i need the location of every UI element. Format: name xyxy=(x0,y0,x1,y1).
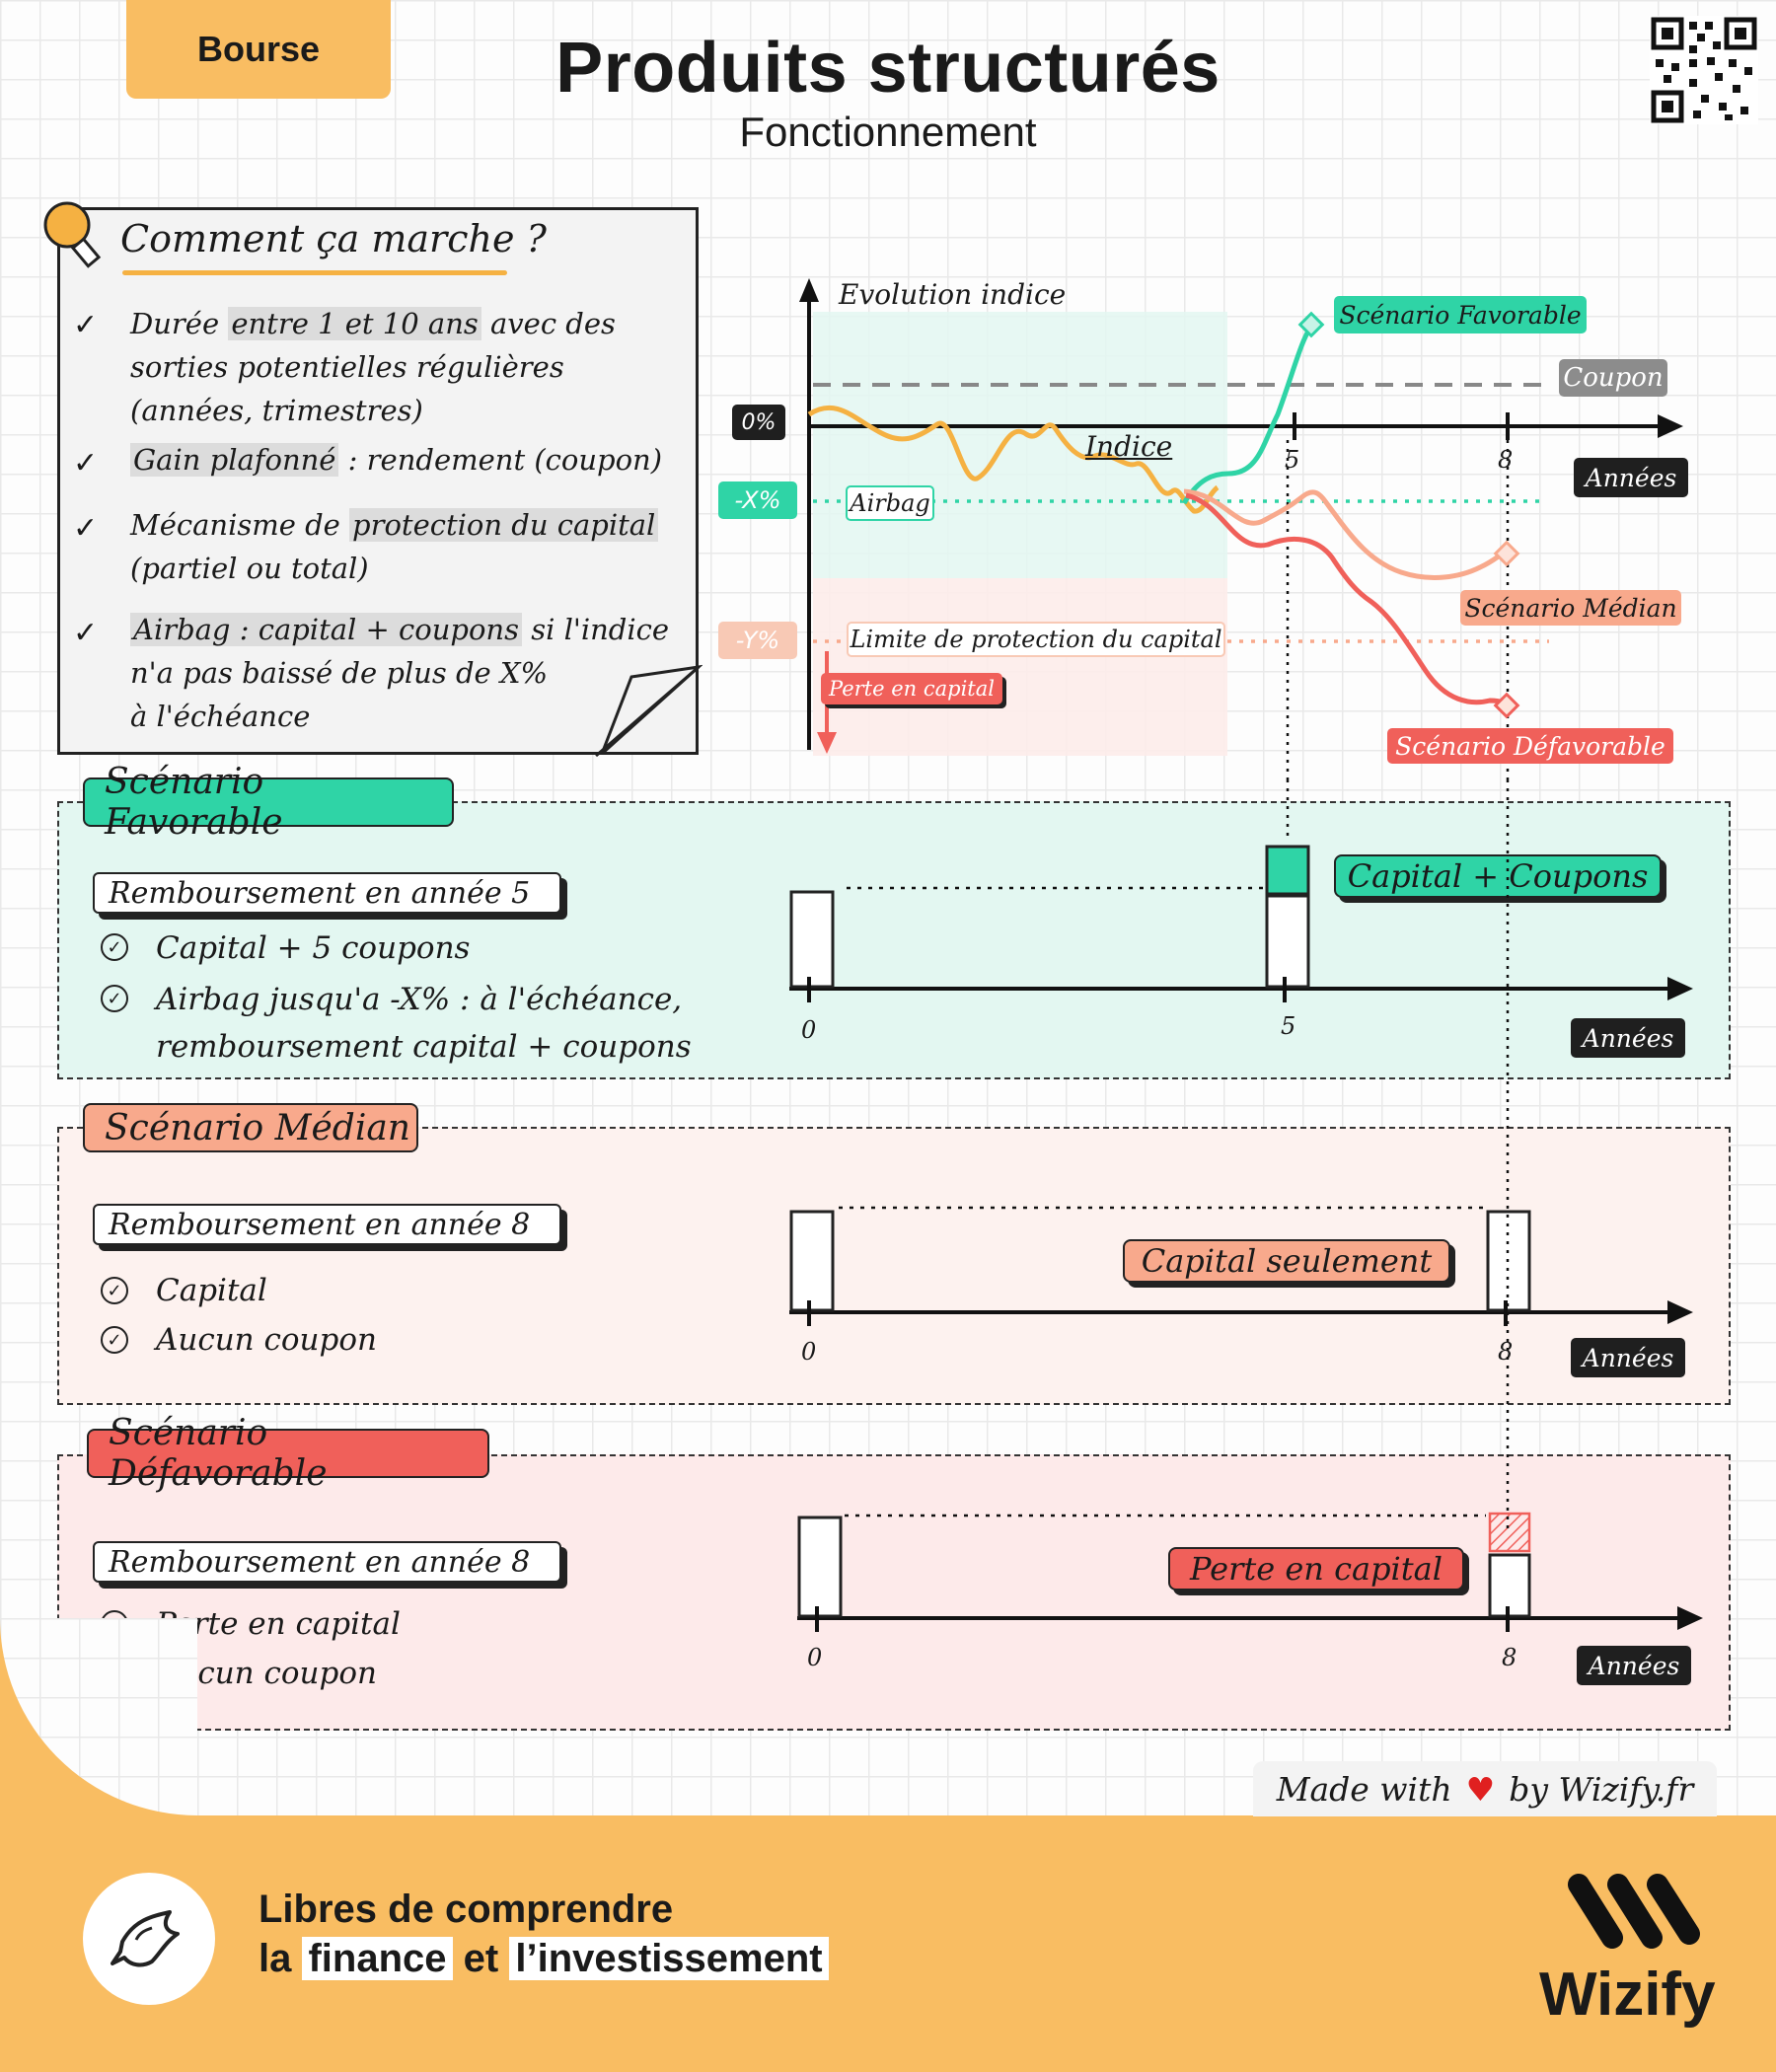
capital-loss-label: Perte en capital xyxy=(821,673,1002,704)
favorable-scenario-title: Scénario Favorable xyxy=(83,762,454,843)
minus-y-badge: -Y% xyxy=(718,622,797,659)
connector-lines xyxy=(1286,779,1510,1529)
median-scenario-panel xyxy=(57,1127,1731,1405)
check-icon: ✓ xyxy=(73,511,99,546)
airbag-label: Airbag xyxy=(846,485,934,521)
years-badge: Années xyxy=(1571,1018,1685,1058)
tick-0: 0 xyxy=(801,1338,817,1366)
page-title: Produits structurés xyxy=(555,29,1221,108)
tick-5: 5 xyxy=(1285,446,1300,474)
minus-x-badge: -X% xyxy=(718,481,797,519)
note-item-protection: Mécanisme de protection du capital (part… xyxy=(130,503,659,590)
check-icon: ✓ xyxy=(73,308,99,342)
years-badge: Années xyxy=(1574,458,1688,497)
favorable-bullet: Airbag jusqu'a -X% : à l'échéance, xyxy=(156,982,683,1017)
footer-band xyxy=(0,1815,1776,2072)
check-circle-icon: ✓ xyxy=(101,985,128,1012)
favorable-timeline xyxy=(789,845,1693,1002)
tick-8: 8 xyxy=(1502,1644,1517,1671)
heart-icon: ♥ xyxy=(1465,1769,1496,1809)
median-result: Capital seulement xyxy=(1123,1239,1450,1283)
note-item-airbag: Airbag : capital + coupons si l'indice n… xyxy=(130,613,670,733)
note-title-underline xyxy=(122,270,507,275)
years-badge: Années xyxy=(1577,1646,1691,1685)
dove-icon xyxy=(111,1910,180,1967)
dove-logo xyxy=(83,1873,215,2005)
years-badge: Années xyxy=(1571,1338,1685,1377)
tick-8: 8 xyxy=(1498,446,1514,474)
unfavorable-scenario-title: Scénario Défavorable xyxy=(87,1413,489,1494)
zero-percent-badge: 0% xyxy=(732,405,785,440)
unfavorable-timeline xyxy=(797,1512,1703,1632)
check-icon: ✓ xyxy=(73,446,99,481)
brand-name: Wizify xyxy=(1539,1961,1716,2029)
favorable-repayment-year: Remboursement en année 5 xyxy=(93,872,561,914)
favorable-scenario-label: Scénario Favorable xyxy=(1334,296,1587,333)
how-it-works-card xyxy=(57,207,699,755)
index-label: Indice xyxy=(1085,430,1173,463)
chart-ylabel: Evolution indice xyxy=(839,278,1067,311)
tick-8: 8 xyxy=(1498,1338,1514,1366)
median-timeline xyxy=(789,1206,1693,1326)
note-title: Comment ça marche ? xyxy=(120,217,547,260)
favorable-bullet: remboursement capital + coupons xyxy=(156,1029,692,1065)
qr-code-icon[interactable] xyxy=(1650,16,1758,124)
unfavorable-scenario-label: Scénario Défavorable xyxy=(1387,728,1673,764)
median-scenario-title: Scénario Médian xyxy=(83,1103,418,1152)
check-circle-icon: ✓ xyxy=(101,1326,128,1354)
tick-5: 5 xyxy=(1281,1012,1296,1040)
median-scenario-label: Scénario Médian xyxy=(1460,590,1681,626)
page-subtitle: Fonctionnement xyxy=(739,109,1037,155)
favorable-scenario-panel xyxy=(57,801,1731,1079)
note-item-duree: Durée entre 1 et 10 ans avec des sorties… xyxy=(130,307,616,427)
tick-0: 0 xyxy=(807,1644,823,1671)
made-with-credit: Made with ♥ by Wizify.fr xyxy=(1253,1761,1717,1816)
unfavorable-result: Perte en capital xyxy=(1168,1547,1464,1591)
index-evolution-diagram xyxy=(799,278,1683,779)
footer-slogan: Libres de comprendre la finance et l’inv… xyxy=(259,1885,829,1983)
check-circle-icon: ✓ xyxy=(101,933,128,961)
tick-0: 0 xyxy=(801,1016,817,1044)
wizify-logo-icon xyxy=(1568,1874,1700,1949)
protection-limit-label: Limite de protection du capital xyxy=(847,622,1225,657)
median-bullet: Capital xyxy=(156,1273,267,1308)
median-bullet: Aucun coupon xyxy=(156,1322,377,1358)
lightbulb-icon xyxy=(43,201,102,268)
median-repayment-year: Remboursement en année 8 xyxy=(93,1204,561,1245)
favorable-result: Capital + Coupons xyxy=(1334,854,1662,898)
favorable-bullet: Capital + 5 coupons xyxy=(156,930,471,966)
coupon-badge: Coupon xyxy=(1559,359,1667,397)
category-tag: Bourse xyxy=(126,0,391,99)
check-circle-icon: ✓ xyxy=(101,1277,128,1304)
note-item-gain: Gain plafonné : rendement (coupon) xyxy=(130,438,662,481)
check-icon: ✓ xyxy=(73,616,99,650)
unfavorable-scenario-panel xyxy=(57,1454,1731,1731)
folded-corner-icon xyxy=(595,664,703,758)
unfavorable-repayment-year: Remboursement en année 8 xyxy=(93,1541,561,1583)
